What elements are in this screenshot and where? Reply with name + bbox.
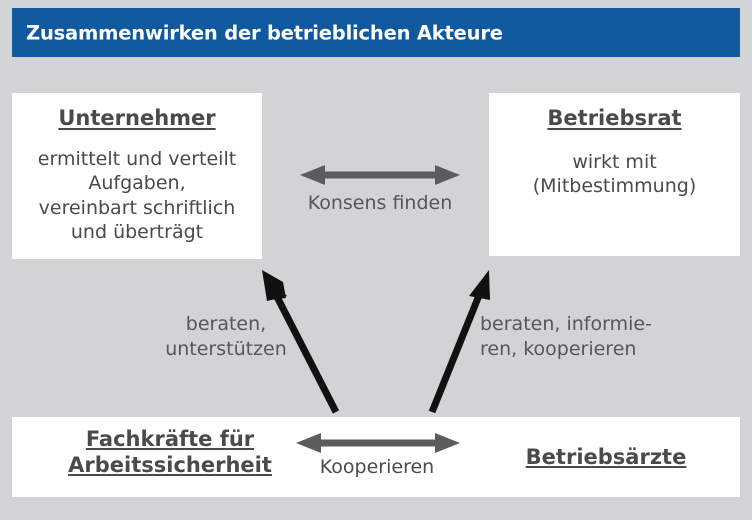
- box-unternehmer: Unternehmer ermittelt und verteilt Aufga…: [12, 93, 262, 259]
- box-fachkraefte-line1: Fachkräfte für: [85, 427, 255, 451]
- box-betriebsrat-body: wirkt mit (Mitbestimmung): [532, 151, 697, 198]
- arrow-label-beraten-informieren-kooperieren: beraten, informie- ren, kooperieren: [480, 313, 652, 360]
- page-title: Zusammenwirken der betrieblichen Akteure: [26, 21, 503, 44]
- box-unternehmer-body: ermittelt und verteilt Aufgaben, vereinb…: [37, 148, 237, 243]
- double-arrow-konsens-icon: [300, 165, 460, 185]
- box-unternehmer-heading: Unternehmer: [58, 106, 216, 130]
- arrow-label-beraten-unterstuetzen: beraten, unterstützen: [165, 313, 287, 360]
- arrow-label-kooperieren: Kooperieren: [319, 456, 435, 478]
- box-betriebsrat: Betriebsrat wirkt mit (Mitbestimmung): [489, 93, 740, 256]
- title-banner: Zusammenwirken der betrieblichen Akteure: [12, 8, 740, 57]
- arrow-label-konsens-finden: Konsens finden: [307, 192, 453, 214]
- box-betriebsrat-heading: Betriebsrat: [547, 106, 682, 130]
- box-fachkraefte-line2: Arbeitssicherheit: [68, 452, 272, 477]
- box-betriebsaerzte-heading: Betriebsärzte: [525, 445, 687, 469]
